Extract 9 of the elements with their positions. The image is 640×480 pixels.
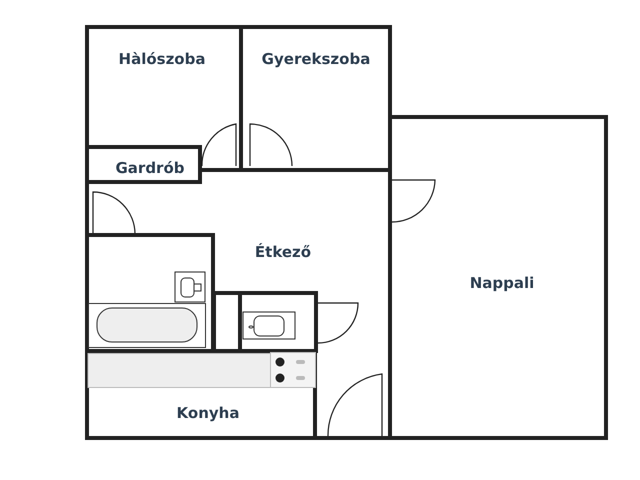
room-name: Gyerekszoba	[262, 50, 370, 68]
room-outline	[85, 145, 202, 184]
room-name: Étkező	[254, 243, 312, 261]
room-outline	[239, 25, 392, 172]
room-name: Konyha	[176, 404, 240, 422]
room-name: Hàlószoba	[118, 50, 206, 68]
room-name: Gardrób	[116, 159, 184, 177]
room-outline	[388, 115, 608, 440]
room-name: Nappali	[470, 274, 534, 292]
